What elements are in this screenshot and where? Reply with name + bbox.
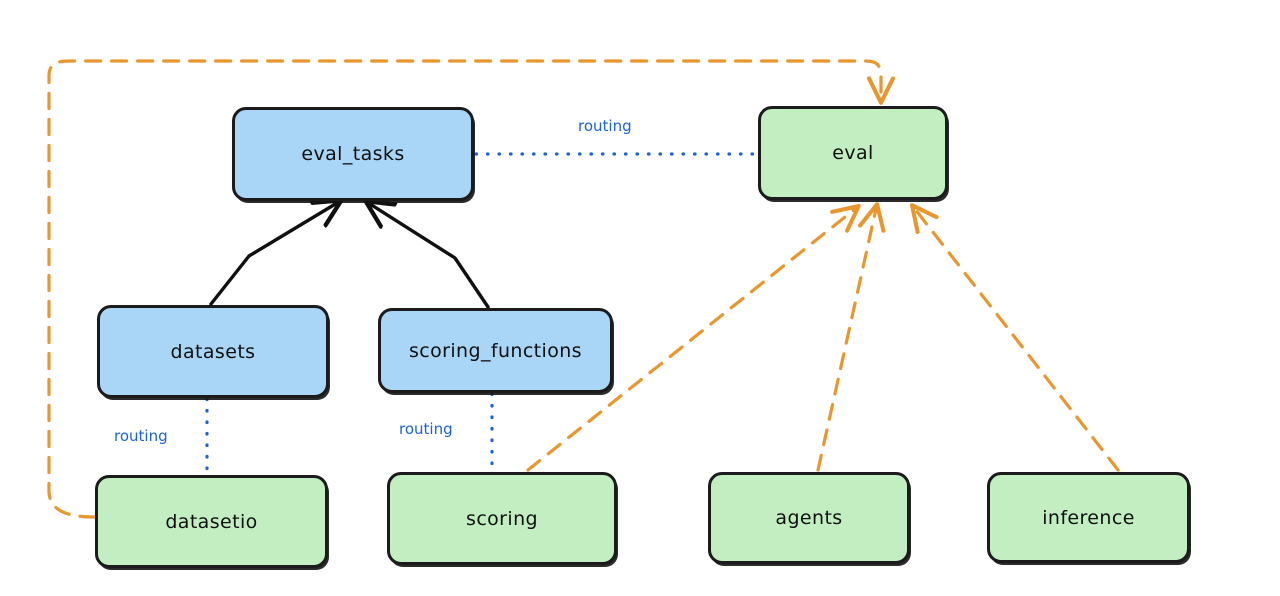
node-scoring[interactable]: scoring [387, 472, 617, 565]
node-inference[interactable]: inference [987, 472, 1190, 563]
edge-datasetio-to-eval [47, 59, 881, 519]
node-eval-tasks[interactable]: eval_tasks [232, 107, 474, 201]
edge-datasets-to-eval-tasks [209, 203, 337, 306]
node-agents[interactable]: agents [708, 472, 910, 564]
edge-scoring-to-eval [526, 209, 855, 472]
edge-agents-to-eval [816, 209, 876, 472]
node-eval[interactable]: eval [758, 106, 948, 200]
node-label-agents: agents [775, 507, 843, 529]
node-label-datasets: datasets [170, 340, 256, 363]
node-datasetio[interactable]: datasetio [95, 475, 328, 568]
edge-inference-to-eval [915, 209, 1120, 472]
node-scoring-functions[interactable]: scoring_functions [378, 308, 613, 393]
edge-scoring-functions-to-eval-tasks [370, 204, 490, 309]
node-label-eval: eval [832, 142, 874, 164]
node-label-scoring: scoring [466, 507, 538, 530]
node-datasets[interactable]: datasets [97, 305, 329, 398]
edge-label-routing-scoring: routing [399, 420, 453, 438]
edge-label-routing-datasetio: routing [114, 427, 168, 445]
node-label-datasetio: datasetio [165, 510, 258, 533]
node-label-eval-tasks: eval_tasks [301, 143, 405, 165]
node-label-inference: inference [1042, 506, 1135, 529]
edge-label-routing-eval: routing [578, 117, 632, 135]
node-label-scoring-functions: scoring_functions [409, 339, 582, 362]
